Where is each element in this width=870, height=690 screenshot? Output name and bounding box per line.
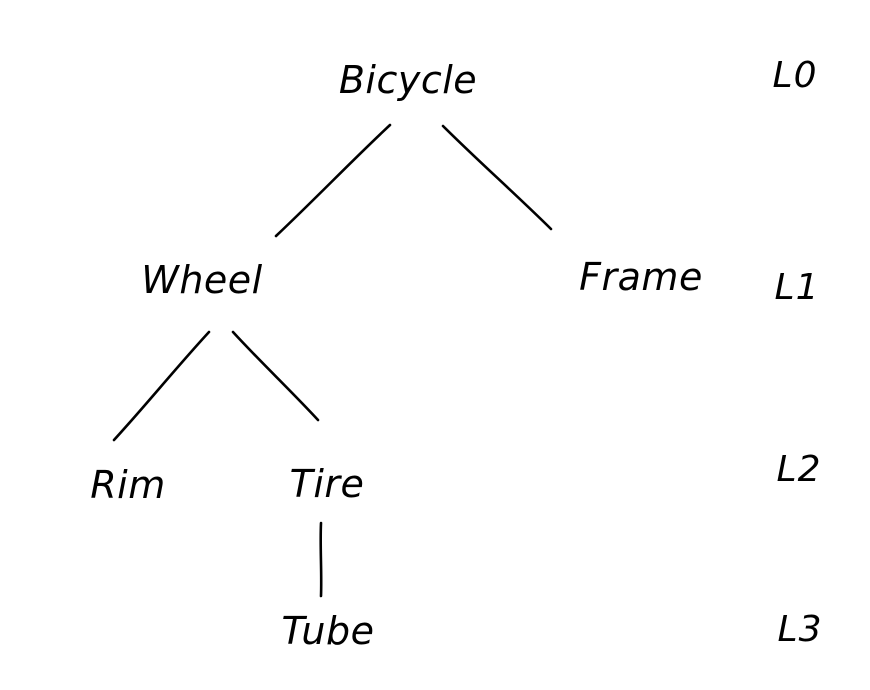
edge-bicycle-to-frame: [441, 124, 553, 231]
edge-tire-to-tube: [319, 521, 323, 598]
level-label-l0: L0: [772, 55, 818, 96]
edge-wheel-to-tire: [231, 330, 320, 422]
node-tube[interactable]: Tube: [281, 609, 375, 653]
node-wheel[interactable]: Wheel: [141, 258, 263, 302]
level-label-l1: L1: [774, 267, 820, 308]
edge-wheel-to-rim: [112, 330, 211, 442]
node-bicycle[interactable]: Bicycle: [338, 58, 478, 102]
level-label-l3: L3: [777, 609, 823, 650]
node-tire[interactable]: Tire: [289, 462, 365, 506]
edge-bicycle-to-wheel: [274, 123, 392, 238]
level-label-l2: L2: [776, 449, 822, 490]
node-rim[interactable]: Rim: [90, 463, 166, 507]
node-frame[interactable]: Frame: [579, 255, 703, 299]
